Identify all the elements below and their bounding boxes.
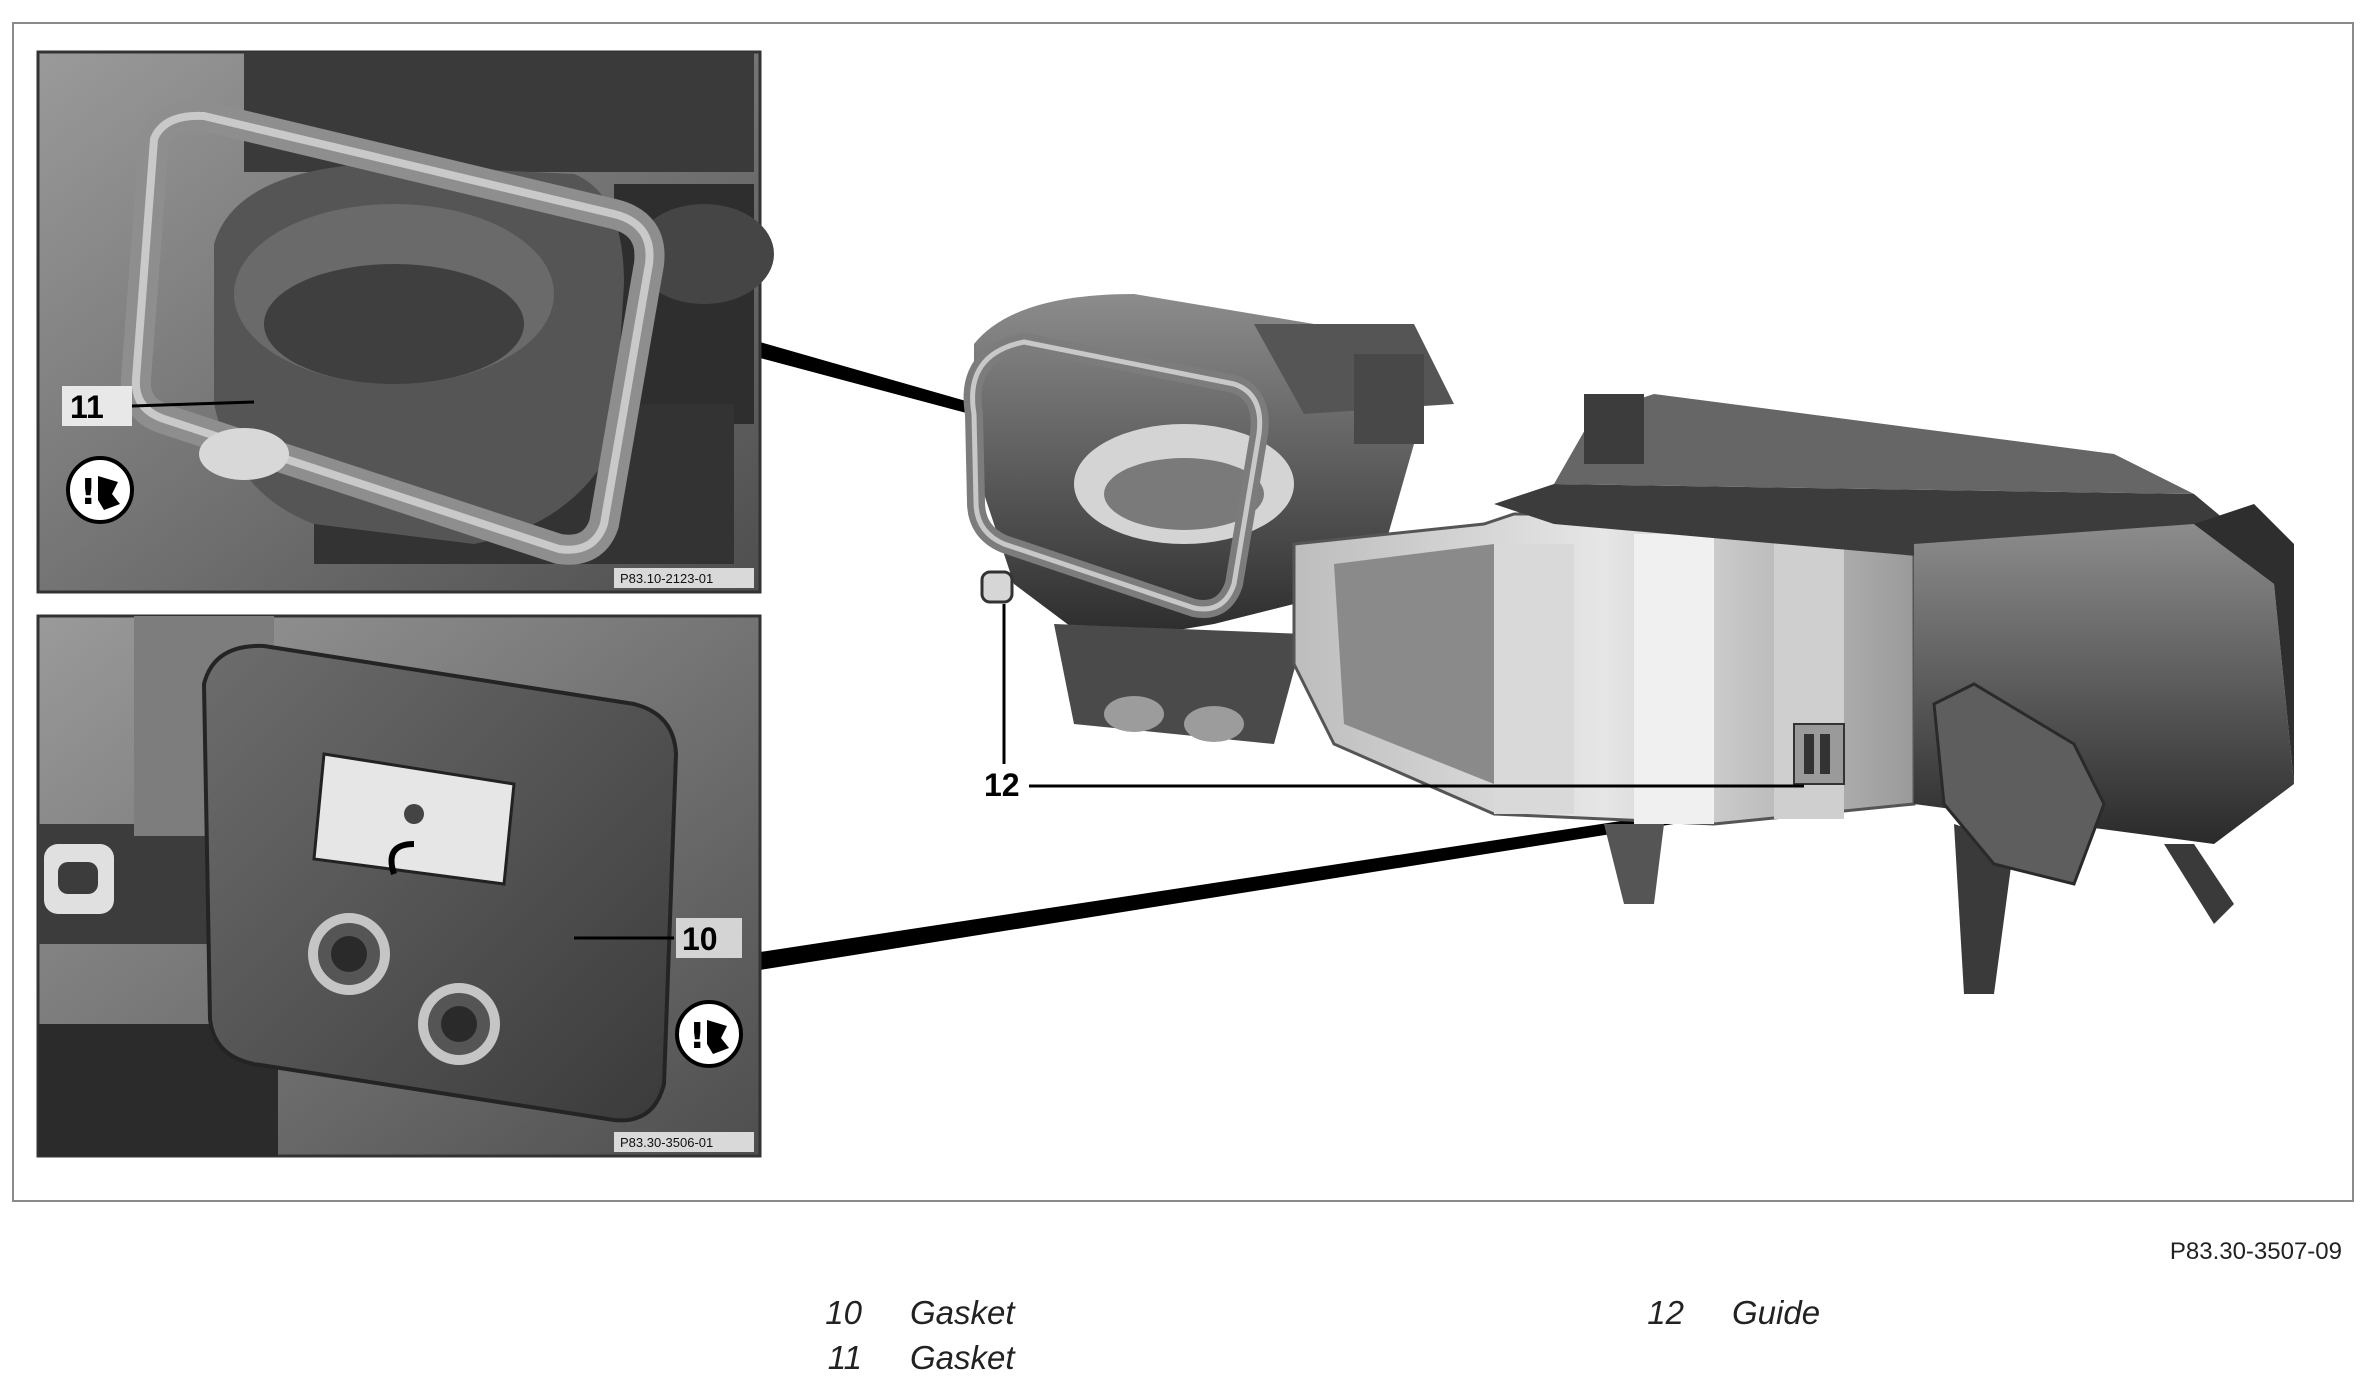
legend-item-label: Guide [1732, 1294, 1821, 1331]
svg-text:!: ! [80, 472, 96, 513]
inset-bottom-reference: P83.30-3506-01 [620, 1135, 713, 1150]
assembly-illustration: 11 ! P83.10-2123-01 [36, 50, 2294, 1158]
figure-frame: 11 ! P83.10-2123-01 [12, 22, 2354, 1202]
legend-item: 12 Guide [1592, 1290, 1820, 1335]
legend-item-label: Gasket [910, 1294, 1015, 1331]
legend-right-column: 12 Guide [1592, 1290, 1820, 1335]
inset-top-reference: P83.10-2123-01 [620, 571, 713, 586]
inset-top-callout: 11 [70, 389, 104, 425]
attention-note-icon: ! [66, 456, 134, 524]
legend-item-number: 10 [825, 1294, 862, 1331]
inset-bottom-callout: 10 [682, 921, 718, 957]
figure-reference: P83.30-3507-09 [2169, 1238, 2342, 1265]
legend-item-number: 12 [1647, 1294, 1684, 1331]
legend-item: 11 Gasket [770, 1335, 1015, 1380]
attention-note-icon: ! [675, 1000, 743, 1068]
inset-top: 11 ! P83.10-2123-01 [36, 50, 774, 594]
inset-bottom: 10 ! P83.30-3506-01 [36, 614, 762, 1158]
main-assembly-view: 12 [963, 294, 2294, 994]
legend-item-number: 11 [827, 1339, 862, 1376]
svg-text:!: ! [689, 1016, 705, 1057]
main-view-callout: 12 [984, 767, 1020, 803]
legend-left-column: 10 Gasket 11 Gasket [770, 1290, 1015, 1380]
legend-item-label: Gasket [910, 1339, 1015, 1376]
legend-item: 10 Gasket [770, 1290, 1015, 1335]
